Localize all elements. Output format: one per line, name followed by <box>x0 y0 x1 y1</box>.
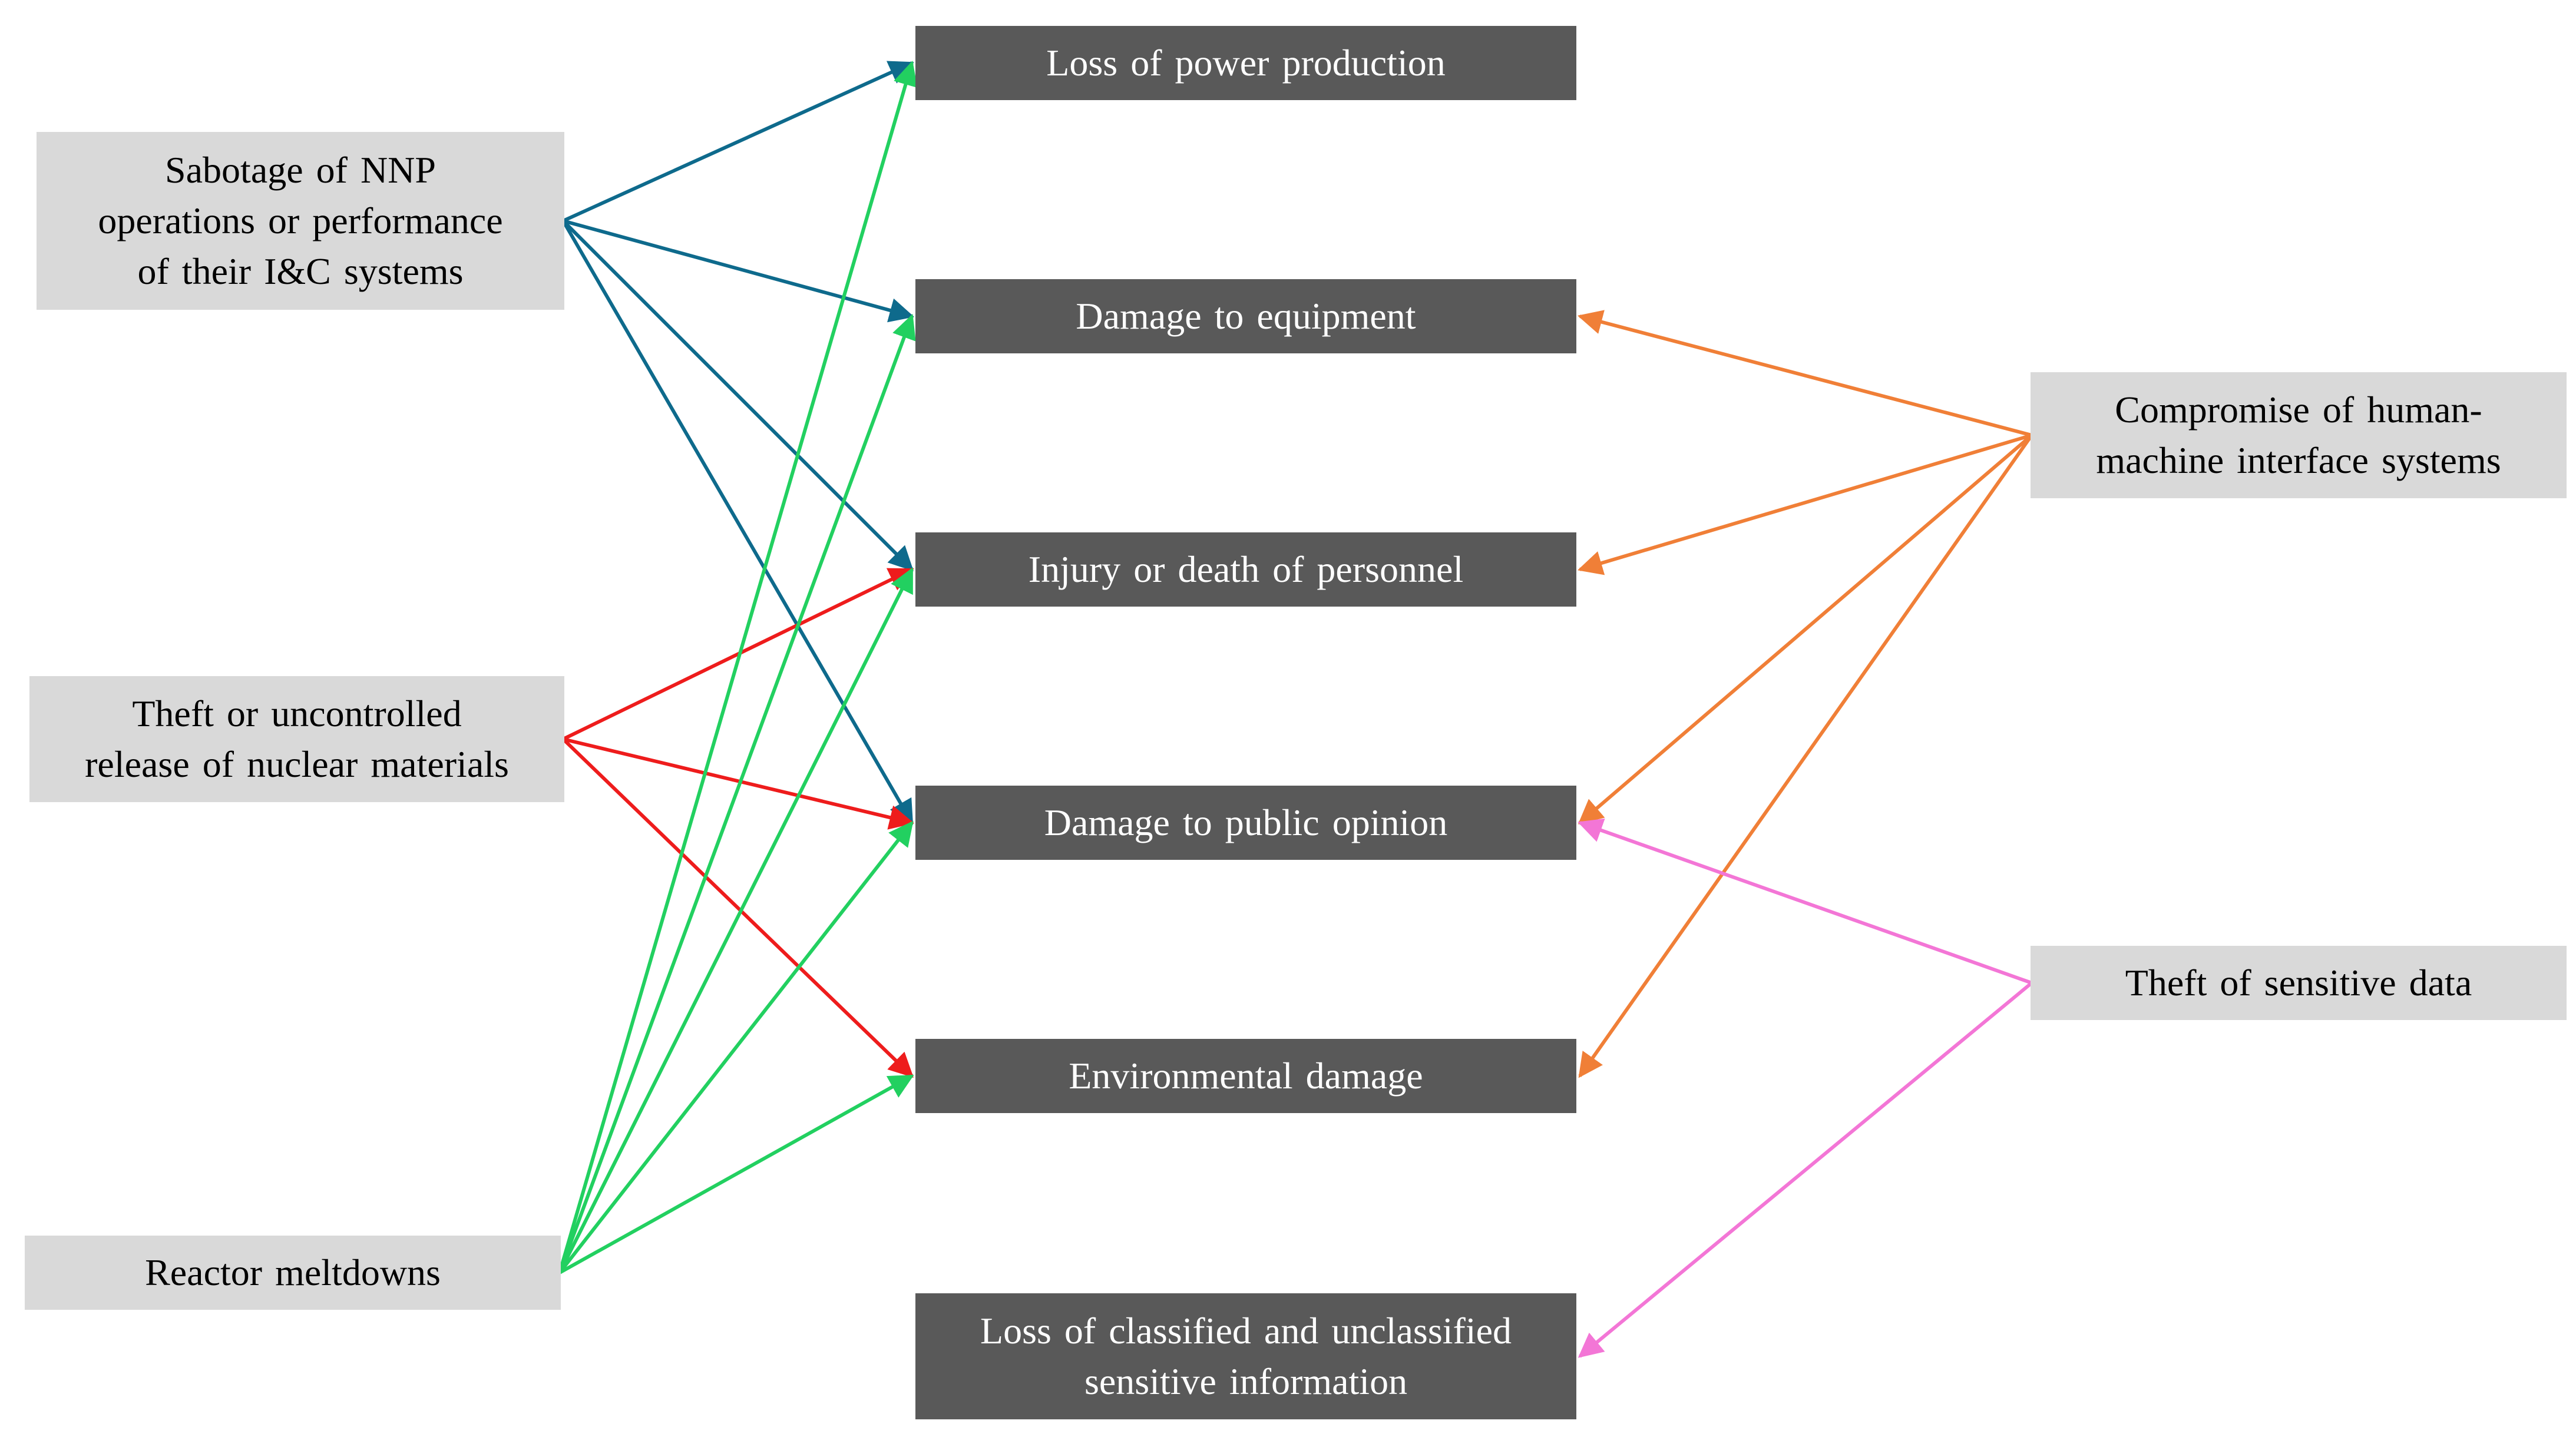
cause-hmi-line-2: machine interface systems <box>2096 439 2501 481</box>
arrow-sabotage-to-power <box>562 61 914 223</box>
arrow-meltdown-to-injury <box>558 567 914 1274</box>
arrow-sabotage-to-injury <box>561 219 914 571</box>
effect-power-line-1: Loss of power production <box>1046 42 1446 84</box>
effect-injury-line-1: Injury or death of personnel <box>1028 548 1464 590</box>
cause-theft-materials-line-2: release of nuclear materials <box>85 743 509 785</box>
effect-equipment-box: Damage to equipment <box>915 279 1576 353</box>
cause-sabotage-line-1: Sabotage of NNP <box>165 149 436 191</box>
cause-data-theft-box: Theft of sensitive data <box>2031 946 2567 1020</box>
cause-sabotage-line-3: of their I&C systems <box>137 250 464 292</box>
arrow-sabotage-to-equipment <box>563 219 915 323</box>
arrow-theft_materials-to-injury <box>562 568 914 741</box>
arrow-meltdown-to-equipment <box>558 314 916 1274</box>
cause-sabotage-box: Sabotage of NNP operations or performanc… <box>37 132 564 310</box>
cause-theft-materials-box: Theft or uncontrolled release of nuclear… <box>29 676 564 802</box>
arrow-hmi-to-injury <box>1577 433 2032 575</box>
effect-power-box: Loss of power production <box>915 26 1576 100</box>
arrow-hmi-to-environment <box>1578 434 2033 1078</box>
effect-environment-box: Environmental damage <box>915 1039 1576 1113</box>
arrow-sabotage-to-opinion <box>561 220 914 825</box>
cause-hmi-box: Compromise of human- machine interface s… <box>2031 372 2567 498</box>
effect-classified-box: Loss of classified and unclassified sens… <box>915 1293 1576 1419</box>
arrow-data_theft-to-opinion <box>1578 818 2033 985</box>
arrow-theft_materials-to-environment <box>561 737 914 1078</box>
cause-hmi-line-1: Compromise of human- <box>2115 389 2482 431</box>
cause-theft-materials-line-1: Theft or uncontrolled <box>132 693 462 734</box>
arrow-meltdown-to-environment <box>558 1074 914 1274</box>
arrow-hmi-to-opinion <box>1578 433 2033 825</box>
cause-meltdown-box: Reactor meltdowns <box>25 1236 561 1310</box>
effect-classified-line-2: sensitive information <box>1084 1360 1408 1402</box>
effect-injury-box: Injury or death of personnel <box>915 532 1576 607</box>
effect-opinion-line-1: Damage to public opinion <box>1044 802 1448 843</box>
arrow-meltdown-to-opinion <box>558 820 914 1274</box>
cause-data-theft-line-1: Theft of sensitive data <box>2125 962 2472 1004</box>
effect-classified-line-1: Loss of classified and unclassified <box>980 1310 1512 1352</box>
arrow-data_theft-to-classified <box>1578 981 2033 1358</box>
arrow-theft_materials-to-opinion <box>563 737 915 830</box>
effect-equipment-line-1: Damage to equipment <box>1076 295 1416 337</box>
cause-meltdown-line-1: Reactor meltdowns <box>145 1251 441 1293</box>
effect-environment-line-1: Environmental damage <box>1069 1055 1423 1097</box>
effect-opinion-box: Damage to public opinion <box>915 786 1576 860</box>
arrow-meltdown-to-power <box>558 60 918 1273</box>
cause-sabotage-line-2: operations or performance <box>98 200 503 241</box>
arrow-hmi-to-equipment <box>1577 310 2032 437</box>
